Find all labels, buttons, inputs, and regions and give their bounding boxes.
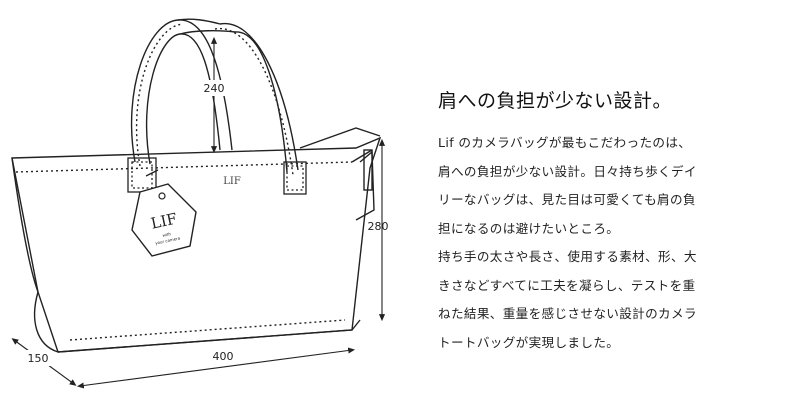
description-line: トートバッグが実現しました。	[438, 334, 620, 350]
description-line: リーなバッグは、見た目は可愛くても肩の負	[438, 192, 696, 207]
description-panel: 肩への負担が少ない設計。 Lif のカメラバッグが最もこだわったのは、 肩への負…	[438, 86, 788, 357]
dimension-bag-height: 280	[368, 138, 389, 322]
side-label	[363, 149, 373, 191]
tag-subtext-2: your camera	[155, 235, 181, 245]
tag-subtext-1: with	[162, 231, 172, 238]
section-heading: 肩への負担が少ない設計。	[438, 90, 673, 112]
description-line: 肩への負担が少ない設計。日々持ち歩くデイ	[438, 163, 697, 179]
description-line: 担になるのは避けたいところ。	[438, 220, 620, 236]
tag-logo: LIF	[149, 210, 178, 233]
dimension-bag-width: 400	[76, 347, 356, 389]
bag-width-label: 400	[213, 350, 234, 363]
description-line: ねた結果、重量を感じさせない設計のカメラ	[438, 306, 697, 321]
bag-body	[11, 127, 382, 353]
description-line: Lif のカメラバッグが最もこだわったのは、	[438, 135, 692, 150]
bag-height-label: 280	[368, 220, 389, 233]
hang-tag: LIF with your camera	[131, 169, 197, 257]
tote-bag-illustration: LIF LIF with your camera 240 280 400 150	[11, 18, 389, 389]
bag-depth-label: 150	[28, 352, 49, 365]
description-line: きさなどすべてに工夫を凝らし、テストを重	[438, 277, 696, 293]
handle-height-label: 240	[204, 82, 225, 95]
dimension-bag-depth: 150	[11, 338, 77, 386]
front-logo: LIF	[223, 176, 241, 187]
description-line: 持ち手の太さや長さ、使用する素材、形、大	[438, 249, 697, 264]
bag-handles	[130, 18, 299, 176]
dimension-handle-height: 240	[196, 36, 232, 154]
